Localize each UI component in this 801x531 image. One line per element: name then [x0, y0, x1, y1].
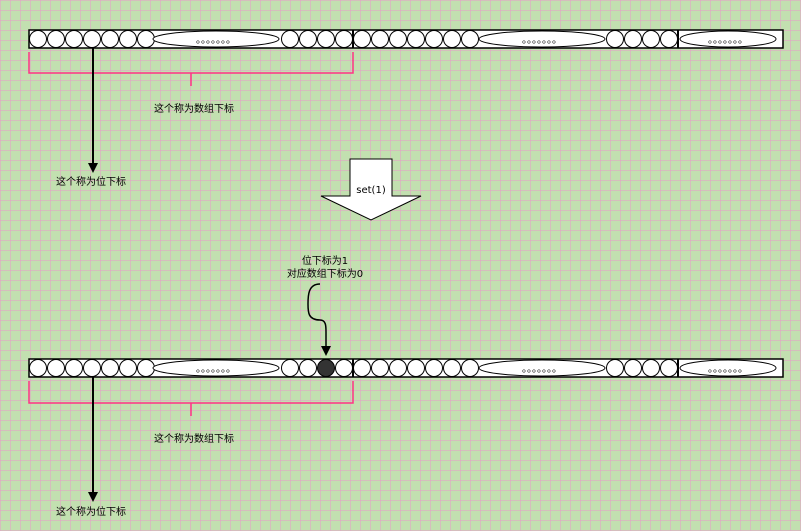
bit-cell: [642, 30, 660, 48]
ellipsis-dots: 。。。。。。。: [196, 35, 236, 46]
bit-cell: [371, 30, 389, 48]
annotation-line-1: 位下标为1: [302, 254, 348, 267]
bit-cell: [65, 30, 83, 48]
bit-cell: [281, 359, 299, 377]
bit-cell: [371, 359, 389, 377]
bit-cell: [660, 30, 678, 48]
bit-cell: [47, 359, 65, 377]
ellipsis-dots: 。。。。。。。: [196, 364, 236, 375]
bit-cell: [353, 359, 371, 377]
bit-cells: [29, 359, 678, 377]
bit-cell: [299, 30, 317, 48]
transition-label: set(1): [356, 185, 386, 196]
bit-cell: [137, 30, 155, 48]
bit-cell: [606, 30, 624, 48]
ellipsis-block: [478, 359, 606, 377]
bit-cell: [461, 30, 479, 48]
bit-cell: [624, 359, 642, 377]
bit-cell: [47, 30, 65, 48]
bit-cell: [407, 359, 425, 377]
bit-cell: [119, 30, 137, 48]
array-index-bracket: [28, 381, 354, 416]
bit-cell: [29, 30, 47, 48]
bit-cell: [389, 30, 407, 48]
bit-cell: [389, 359, 407, 377]
bit-cell: [335, 359, 353, 377]
bit-cell: [660, 359, 678, 377]
ellipsis-dots: 。。。。。。。: [708, 364, 748, 375]
ellipsis-block: [478, 30, 606, 48]
bit-cell: [65, 359, 83, 377]
bit-cells: [29, 30, 678, 48]
bit-cell: [624, 30, 642, 48]
ellipsis-block: [152, 359, 280, 377]
bit-cell: [119, 359, 137, 377]
ellipsis-dots: 。。。。。。。: [522, 35, 562, 46]
bit-index-label: 这个称为位下标: [56, 505, 126, 518]
array-index-label: 这个称为数组下标: [154, 432, 234, 445]
bit-cell: [425, 359, 443, 377]
bit-cell: [335, 30, 353, 48]
annotation-arrow: [307, 283, 331, 356]
bit-cell: [443, 359, 461, 377]
bit-cell: [83, 359, 101, 377]
ellipsis-dots: 。。。。。。。: [522, 364, 562, 375]
bottom-bit-array: 。。。。。。。 。。。。。。。 。。。。。。。: [28, 358, 784, 378]
array-index-label: 这个称为数组下标: [154, 102, 234, 115]
bit-cell: [407, 30, 425, 48]
ellipsis-dots: 。。。。。。。: [708, 35, 748, 46]
annotation-line-2: 对应数组下标为0: [287, 267, 363, 280]
bit-cell: [29, 359, 47, 377]
bit-cell: [461, 359, 479, 377]
ellipsis-block: [679, 359, 777, 377]
array-index-bracket: [28, 52, 354, 86]
ellipsis-block: [152, 30, 280, 48]
bit-cell: [137, 359, 155, 377]
bit-cell: [281, 30, 299, 48]
bit-cell: [353, 30, 371, 48]
bit-cell: [425, 30, 443, 48]
top-bit-array: 。。。。。。。 。。。。。。。 。。。。。。。: [28, 29, 784, 49]
bit-cell: [606, 359, 624, 377]
transition-arrow: [320, 158, 422, 221]
bit-cell: [642, 359, 660, 377]
bit-cell: [83, 30, 101, 48]
bit-cell-set: [317, 359, 335, 377]
bit-cell: [317, 30, 335, 48]
bit-cell: [443, 30, 461, 48]
bit-cell: [101, 359, 119, 377]
bit-index-label: 这个称为位下标: [56, 175, 126, 188]
bit-cell: [101, 30, 119, 48]
bit-cell: [299, 359, 317, 377]
ellipsis-block: [679, 30, 777, 48]
